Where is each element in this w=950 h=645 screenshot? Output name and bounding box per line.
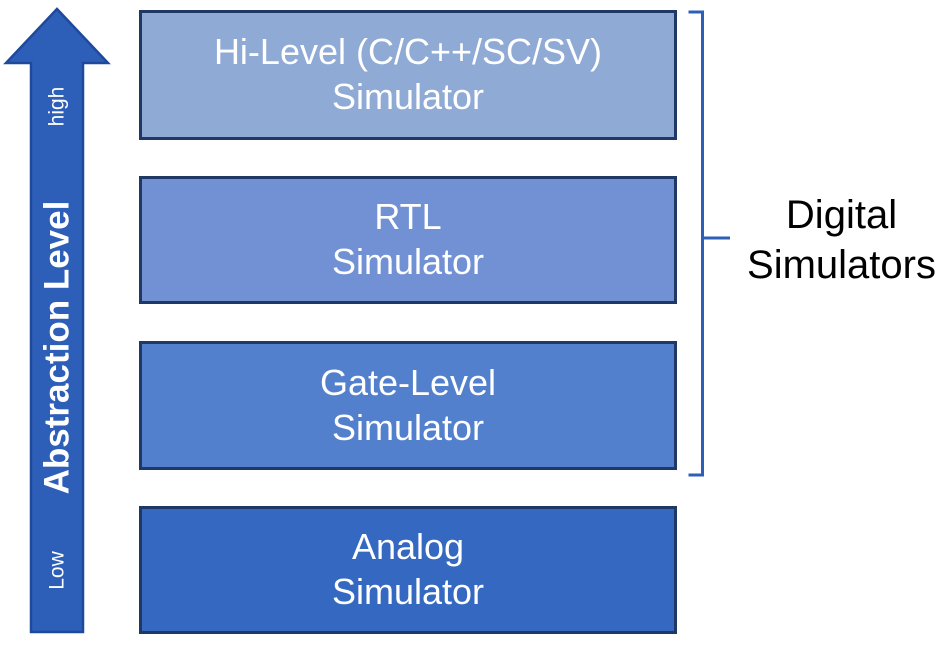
group-label-line2: Simulators xyxy=(747,243,936,288)
box-label-line1: Hi-Level (C/C++/SC/SV) xyxy=(213,31,603,73)
box-label-line1: Gate-Level xyxy=(319,361,497,403)
box-label-line1: Analog xyxy=(351,526,465,568)
group-label-line1: Digital xyxy=(785,193,898,237)
group-label-digital-simulators: Digital Simulators xyxy=(733,190,950,291)
group-bracket-icon xyxy=(688,10,730,477)
box-rtl-simulator[interactable]: RTL Simulator xyxy=(139,176,677,304)
up-arrow-polygon xyxy=(3,7,111,634)
bracket-path xyxy=(688,10,730,477)
box-analog-simulator[interactable]: Analog Simulator xyxy=(139,506,677,634)
arrow-shape xyxy=(3,7,111,634)
box-label-line2: Simulator xyxy=(331,76,485,117)
box-label-line2: Simulator xyxy=(331,571,485,612)
abstraction-level-arrow: high Abstraction Level Low xyxy=(0,0,120,645)
box-hi-level-simulator[interactable]: Hi-Level (C/C++/SC/SV) Simulator xyxy=(139,10,677,140)
box-gate-level-simulator[interactable]: Gate-Level Simulator xyxy=(139,341,677,470)
box-label-line2: Simulator xyxy=(331,406,485,448)
box-label-line2: Simulator xyxy=(331,241,485,282)
box-label-line1: RTL xyxy=(374,196,442,238)
